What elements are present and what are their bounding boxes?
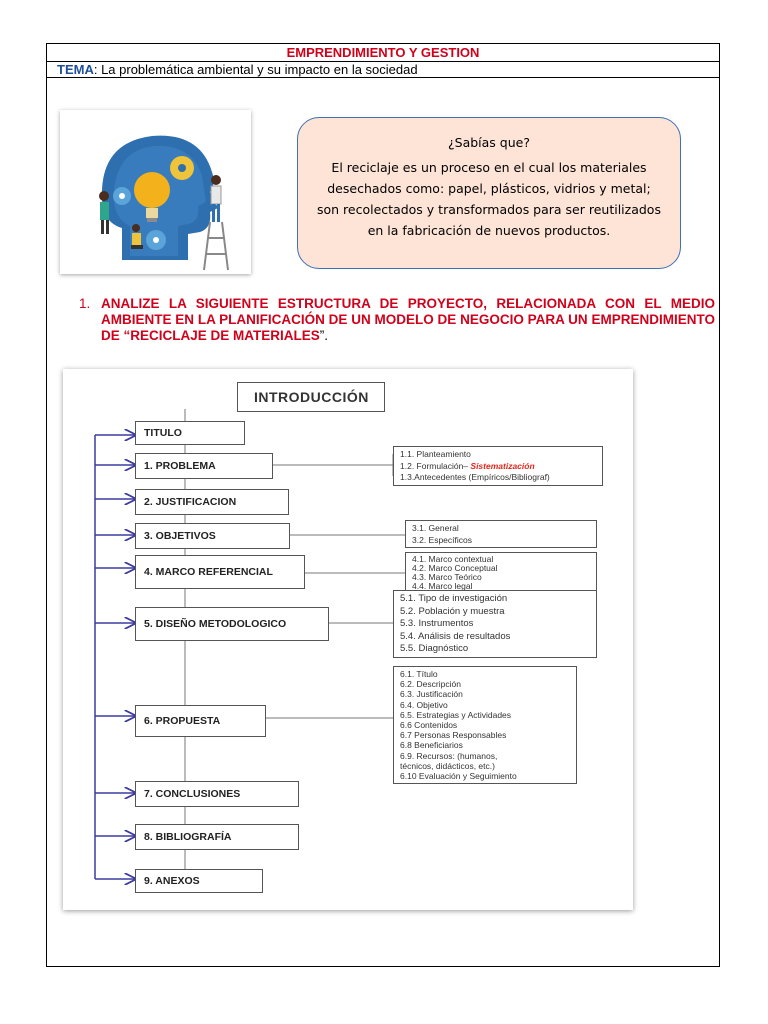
marco-item: 4.2. Marco Conceptual [412,563,498,573]
section-justificacion: 2. JUSTIFICACION [135,489,289,515]
section-diseno-metodologico: 5. DISEÑO METODOLOGICO [135,607,329,641]
problema-item: 1.3.Antecedentes (Empíricos/Bibliograf) [400,472,550,482]
tema-label: TEMA [57,62,94,77]
objetivos-item: 3.2. Específicos [412,534,473,545]
innovation-illustration [60,110,251,274]
problema-item: 1.1. Planteamiento [400,449,471,459]
propuesta-item: 6.4. Objetivo [400,699,448,710]
document-title: EMPRENDIMIENTO Y GESTION [47,44,719,62]
diseno-item: 5.4. Análisis de resultados [400,630,511,642]
problema-item: 1.2. Formulación– [400,460,471,471]
marco-item: 4.1. Marco contextual [412,554,494,564]
propuesta-item: 6.2. Descripción [400,679,461,690]
instruction-tail: ”. [319,328,329,343]
marco-item: 4.4. Marco legal [412,581,473,591]
objetivos-subitems: 3.1. General 3.2. Específicos [405,520,597,548]
problema-subitems: 1.1. Planteamiento 1.2. Formulación– Sis… [393,446,603,486]
section-problema: 1. PROBLEMA [135,453,273,479]
section-introduccion: INTRODUCCIÓN [237,382,385,412]
propuesta-item: 6.1. Título [400,669,438,679]
section-anexos: 9. ANEXOS [135,869,263,893]
diseno-item: 5.3. Instrumentos [400,618,474,629]
diagram-connectors [94,409,405,910]
callout-text: El reciclaje es un proceso en el cual lo… [317,160,661,238]
marco-item: 4.3. Marco Teórico [412,572,482,582]
propuesta-item: 6.6 Contenidos [400,720,458,731]
section-bibliografia: 8. BIBLIOGRAFÍA [135,824,299,850]
problema-highlight: Sistematización [470,460,535,471]
diseno-item: 5.1. Tipo de investigación [400,593,508,604]
tema-text: : La problemática ambiental y su impacto… [93,62,418,77]
section-conclusiones: 7. CONCLUSIONES [135,781,299,807]
head-gears-icon [99,135,229,271]
marco-subitems: 4.1. Marco contextual 4.2. Marco Concept… [405,552,597,592]
propuesta-item: técnicos, didácticos, etc.) [400,760,495,771]
propuesta-item: 6.3. Justificación [400,689,463,700]
project-structure-diagram: INTRODUCCIÓN TITULO 1. PROBLEMA 2. JUSTI… [63,369,633,910]
propuesta-item: 6.9. Recursos: (humanos, [400,750,498,761]
propuesta-subitems: 6.1. Título 6.2. Descripción 6.3. Justif… [393,666,577,784]
propuesta-item: 6.5. Estrategias y Actividades [400,709,512,720]
document-frame: EMPRENDIMIENTO Y GESTION TEMA: La proble… [46,43,720,967]
propuesta-item: 6.10 Evaluación y Seguimiento [400,771,517,782]
section-marco-referencial: 4. MARCO REFERENCIAL [135,555,305,589]
instruction-item: 1. ANALIZE LA SIGUIENTE ESTRUCTURA DE PR… [79,296,715,344]
callout-question: ¿Sabías que? [448,135,530,150]
objetivos-item: 3.1. General [412,523,459,533]
instruction-number: 1. [79,296,91,311]
did-you-know-callout: ¿Sabías que? El reciclaje es un proceso … [297,117,681,269]
propuesta-item: 6.8 Beneficiarios [400,740,463,751]
diseno-item: 5.5. Diagnóstico [400,643,469,654]
propuesta-item: 6.7 Personas Responsables [400,730,507,741]
instruction-text: ANALIZE LA SIGUIENTE ESTRUCTURA DE PROYE… [101,296,715,343]
tema-row: TEMA: La problemática ambiental y su imp… [47,61,719,78]
section-propuesta: 6. PROPUESTA [135,705,266,737]
diseno-item: 5.2. Población y muestra [400,605,505,617]
section-objetivos: 3. OBJETIVOS [135,523,290,549]
diseno-subitems: 5.1. Tipo de investigación 5.2. Població… [393,590,597,658]
section-titulo: TITULO [135,421,245,445]
